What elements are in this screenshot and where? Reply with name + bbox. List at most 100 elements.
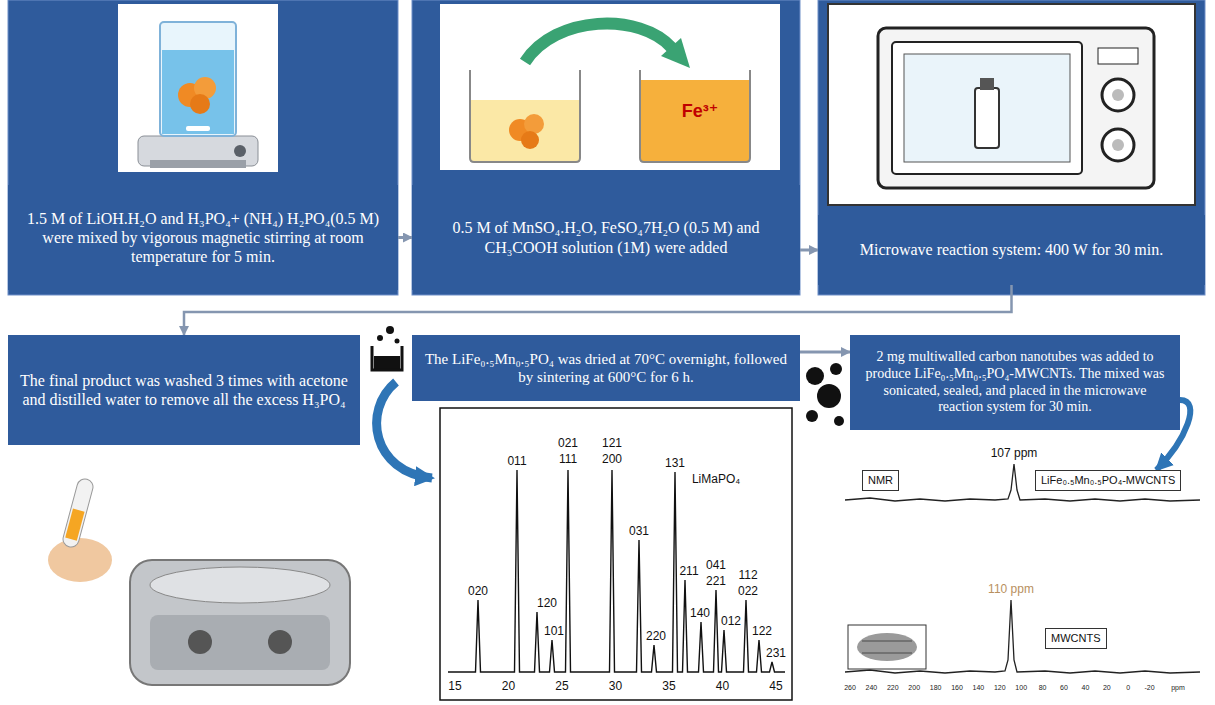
illustration-part: [806, 410, 818, 422]
peak-index: 111: [558, 452, 578, 467]
illustration-part: [521, 131, 539, 149]
axis-tick: -20: [1145, 684, 1155, 693]
peak-index: 231: [765, 646, 787, 661]
illustration-part: [234, 145, 246, 157]
illustration-part: [150, 567, 330, 603]
illustration-part: [470, 70, 580, 162]
peak-index: 200: [601, 452, 623, 467]
illustration-part: [848, 625, 926, 669]
process-box: Microwave reaction system: 400 W for 30 …: [818, 215, 1205, 285]
illustration-part: [878, 28, 1154, 188]
illustration-part: [524, 114, 544, 134]
illustration-part: [386, 326, 394, 334]
axis-tick: 15: [448, 679, 461, 694]
peak-index: LiMaPO₄: [691, 472, 741, 487]
axis-tick: 40: [1081, 684, 1089, 693]
illustration-part: [980, 78, 994, 90]
spectrum-tag: NMR: [862, 470, 899, 491]
illustration-part: [374, 356, 400, 369]
flow-connector: [800, 351, 850, 354]
spectrum-tag: MWCNTS: [1045, 628, 1107, 649]
illustration-part: [1112, 89, 1124, 101]
illustration-part: [130, 560, 350, 685]
illustration-part: [118, 4, 278, 172]
axis-tick: 30: [609, 679, 622, 694]
peak-index: 022: [737, 584, 759, 599]
axis-tick: 0: [1126, 684, 1130, 693]
illustration-part: [817, 384, 841, 408]
peak-index: 012: [720, 614, 742, 629]
axis-tick: 180: [930, 684, 942, 693]
flow-connector: [184, 285, 1012, 335]
illustration-part: [830, 363, 842, 375]
peak-index: 020: [467, 584, 489, 599]
process-box: 1.5 M of LiOH.H₂O and H₃PO₄+ (NH₄) H₂PO₄…: [8, 185, 398, 290]
illustration-part: [845, 600, 1200, 673]
flow-connector: [398, 236, 412, 239]
illustration-part: [377, 335, 383, 341]
axis-tick: 100: [1015, 684, 1027, 693]
illustration-part: [150, 160, 246, 168]
nmr-spectra: [845, 464, 1200, 673]
illustration-part: [892, 42, 1082, 174]
process-box: 2 mg multiwalled carbon nanotubes was ad…: [850, 335, 1180, 430]
illustration-part: [857, 633, 917, 661]
process-box: The final product was washed 3 times wit…: [8, 335, 360, 445]
illustration-part: [1102, 79, 1134, 111]
magnetic-stirrer: [118, 4, 278, 172]
axis-tick: 20: [502, 679, 515, 694]
axis-tick: 60: [1060, 684, 1068, 693]
illustration-part: [818, 0, 1205, 295]
illustration-part: [65, 509, 84, 541]
illustration-part: [61, 477, 95, 549]
axis-tick: 140: [973, 684, 985, 693]
illustration-part: [188, 630, 212, 654]
illustration-part: [448, 470, 785, 672]
axis-tick: ppm: [1171, 684, 1185, 693]
xrd-pattern: [440, 408, 792, 700]
peak-index: 121: [601, 436, 623, 451]
illustration-part: [150, 615, 330, 670]
step-text: MWCNTS: [1051, 631, 1101, 645]
illustration-part: [525, 24, 672, 62]
illustration-part: [1102, 129, 1134, 161]
step-text: LiFe₀.₅Mn₀.₅PO₄-MWCNTS: [1041, 473, 1175, 487]
axis-tick: 120: [994, 684, 1006, 693]
illustration-part: [661, 38, 690, 68]
axis-tick: 160: [951, 684, 963, 693]
illustration-part: [975, 88, 999, 148]
illustration-part: [640, 70, 750, 162]
illustration-part: [641, 80, 749, 161]
illustration-part: [61, 477, 95, 549]
peak-index: 131: [664, 456, 686, 471]
axis-tick: 45: [769, 679, 782, 694]
spectrum-tag: LiFe₀.₅Mn₀.₅PO₄-MWCNTS: [1035, 470, 1181, 491]
step-text: The LiFe₀.₅Mn₀.₅PO₄ was dried at 70°C ov…: [424, 350, 788, 386]
axis-tick: 40: [716, 679, 729, 694]
beaker-icon: [372, 326, 402, 370]
axis-tick: 80: [1039, 684, 1047, 693]
illustration-part: [395, 339, 400, 344]
process-box: 0.5 M of MnSO₄.H₂O, FeSO₄7H₂O (0.5 M) an…: [412, 185, 800, 290]
illustration-part: [1112, 139, 1124, 151]
illustration-part: [1098, 48, 1138, 64]
axis-tick: 20: [1103, 684, 1111, 693]
illustration-part: [834, 416, 844, 426]
illustration-part: [412, 0, 800, 295]
illustration-part: [160, 22, 236, 136]
axis-tick: 200: [908, 684, 920, 693]
illustration-part: [904, 54, 1070, 162]
flow-connector: [800, 249, 818, 252]
centrifuge: [48, 477, 350, 685]
illustration-part: [48, 538, 112, 582]
illustration-part: [186, 126, 210, 131]
illustration-part: [268, 630, 292, 654]
peak-index: 211: [678, 564, 699, 579]
illustration-part: [806, 367, 824, 385]
peak-index: 011: [506, 454, 527, 469]
peak-index: 112: [737, 568, 758, 583]
peak-index: 120: [536, 596, 558, 611]
step-text: Microwave reaction system: 400 W for 30 …: [860, 240, 1163, 259]
beakers: [440, 4, 780, 170]
